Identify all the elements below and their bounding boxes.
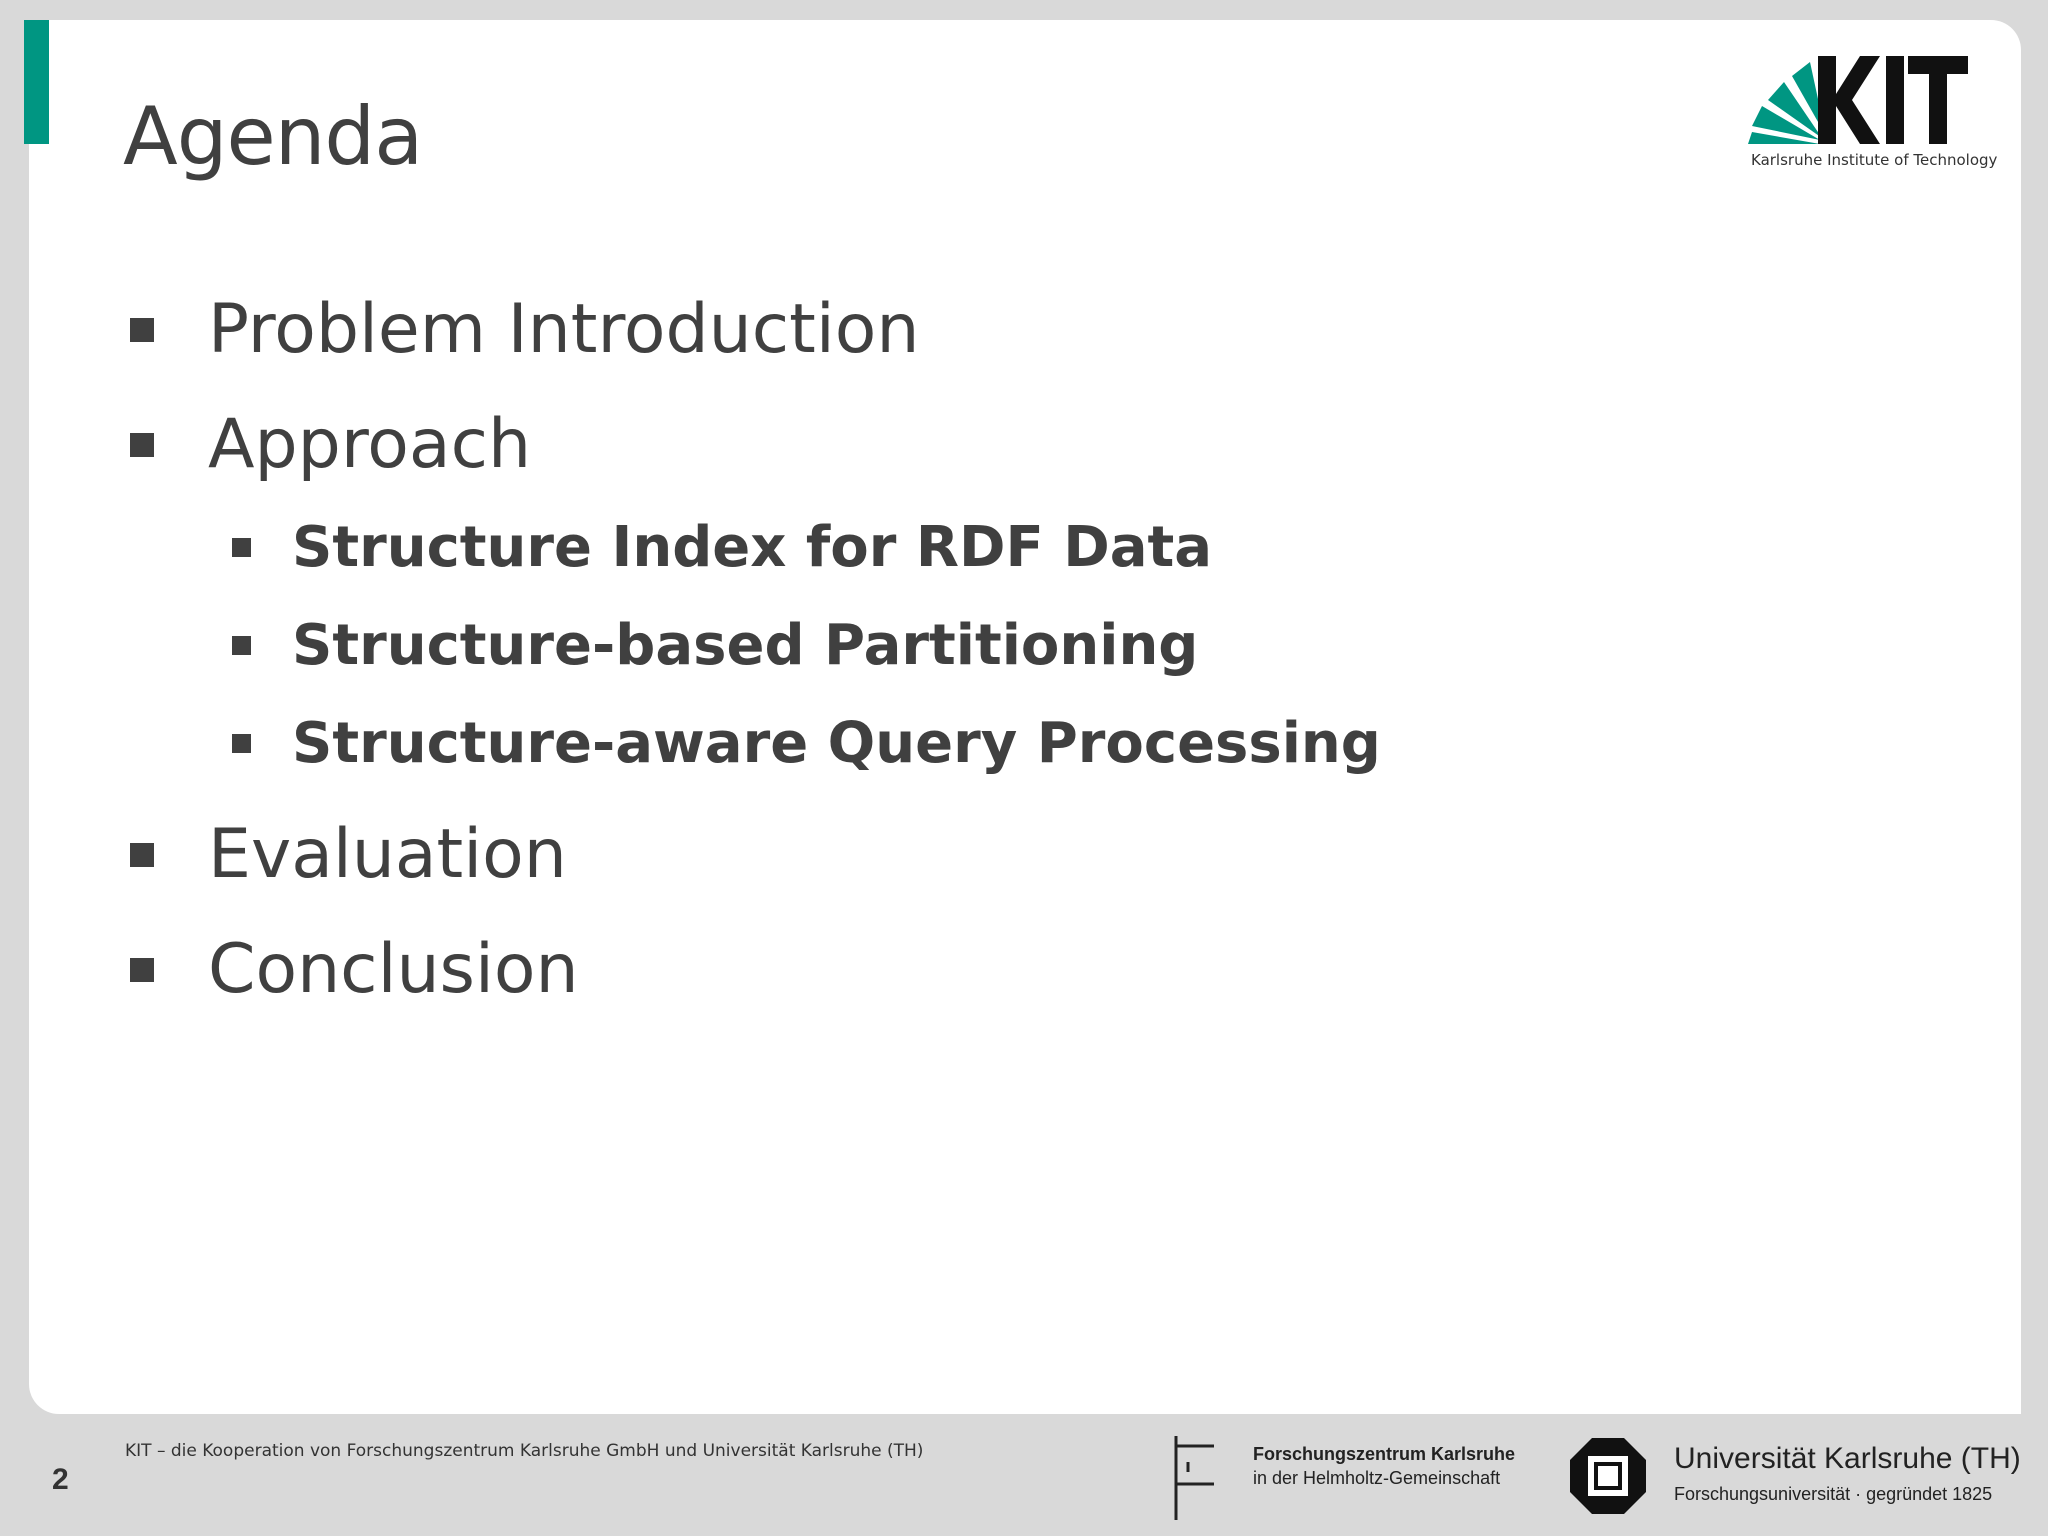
fzk-logo-icon: [1174, 1436, 1214, 1520]
university-logo: Universität Karlsruhe (TH) Forschungsuni…: [1568, 1432, 2038, 1522]
agenda-item-text: Problem Introduction: [208, 290, 920, 369]
agenda-subitem: Structure-aware Query Processing: [232, 711, 1381, 776]
kit-logo-icon: [1748, 56, 1968, 144]
slide-canvas: [29, 20, 2021, 1414]
accent-bar: [24, 20, 49, 144]
square-bullet-icon: [130, 842, 154, 867]
square-bullet-icon: [232, 636, 251, 655]
agenda-subitem-text: Structure Index for RDF Data: [292, 515, 1213, 580]
kit-logo-subtitle: Karlsruhe Institute of Technology: [1751, 151, 1998, 169]
university-subtitle: Forschungsuniversität · gegründet 1825: [1674, 1484, 1993, 1504]
square-bullet-icon: [232, 538, 251, 557]
university-name: Universität Karlsruhe (TH): [1674, 1442, 2021, 1475]
agenda-item-text: Approach: [208, 405, 532, 484]
agenda-item: Conclusion: [130, 930, 579, 1009]
fzk-name: Forschungszentrum Karlsruhe: [1253, 1444, 1516, 1464]
agenda-item: Problem Introduction: [130, 290, 919, 369]
footer-text: KIT – die Kooperation von Forschungszent…: [125, 1441, 924, 1461]
square-bullet-icon: [130, 432, 154, 457]
agenda-item-text: Conclusion: [208, 930, 579, 1009]
agenda-subitem-text: Structure-based Partitioning: [292, 613, 1199, 678]
slide-title: Agenda: [123, 90, 423, 183]
kit-logo: Karlsruhe Institute of Technology: [1748, 54, 1998, 174]
square-bullet-icon: [130, 317, 154, 342]
fzk-logo: Forschungszentrum Karlsruhe in der Helmh…: [1158, 1432, 1538, 1522]
fzk-subtitle: in der Helmholtz-Gemeinschaft: [1253, 1468, 1501, 1488]
agenda-subitem: Structure Index for RDF Data: [232, 515, 1212, 580]
square-bullet-icon: [130, 957, 154, 982]
agenda-item-text: Evaluation: [208, 815, 567, 894]
agenda-item: Approach: [130, 405, 531, 484]
agenda-subitem-text: Structure-aware Query Processing: [292, 711, 1381, 776]
agenda-subitem: Structure-based Partitioning: [232, 613, 1198, 678]
university-seal-icon: [1570, 1438, 1646, 1514]
page-number: 2: [52, 1463, 69, 1496]
agenda-item: Evaluation: [130, 815, 567, 894]
square-bullet-icon: [232, 734, 251, 753]
